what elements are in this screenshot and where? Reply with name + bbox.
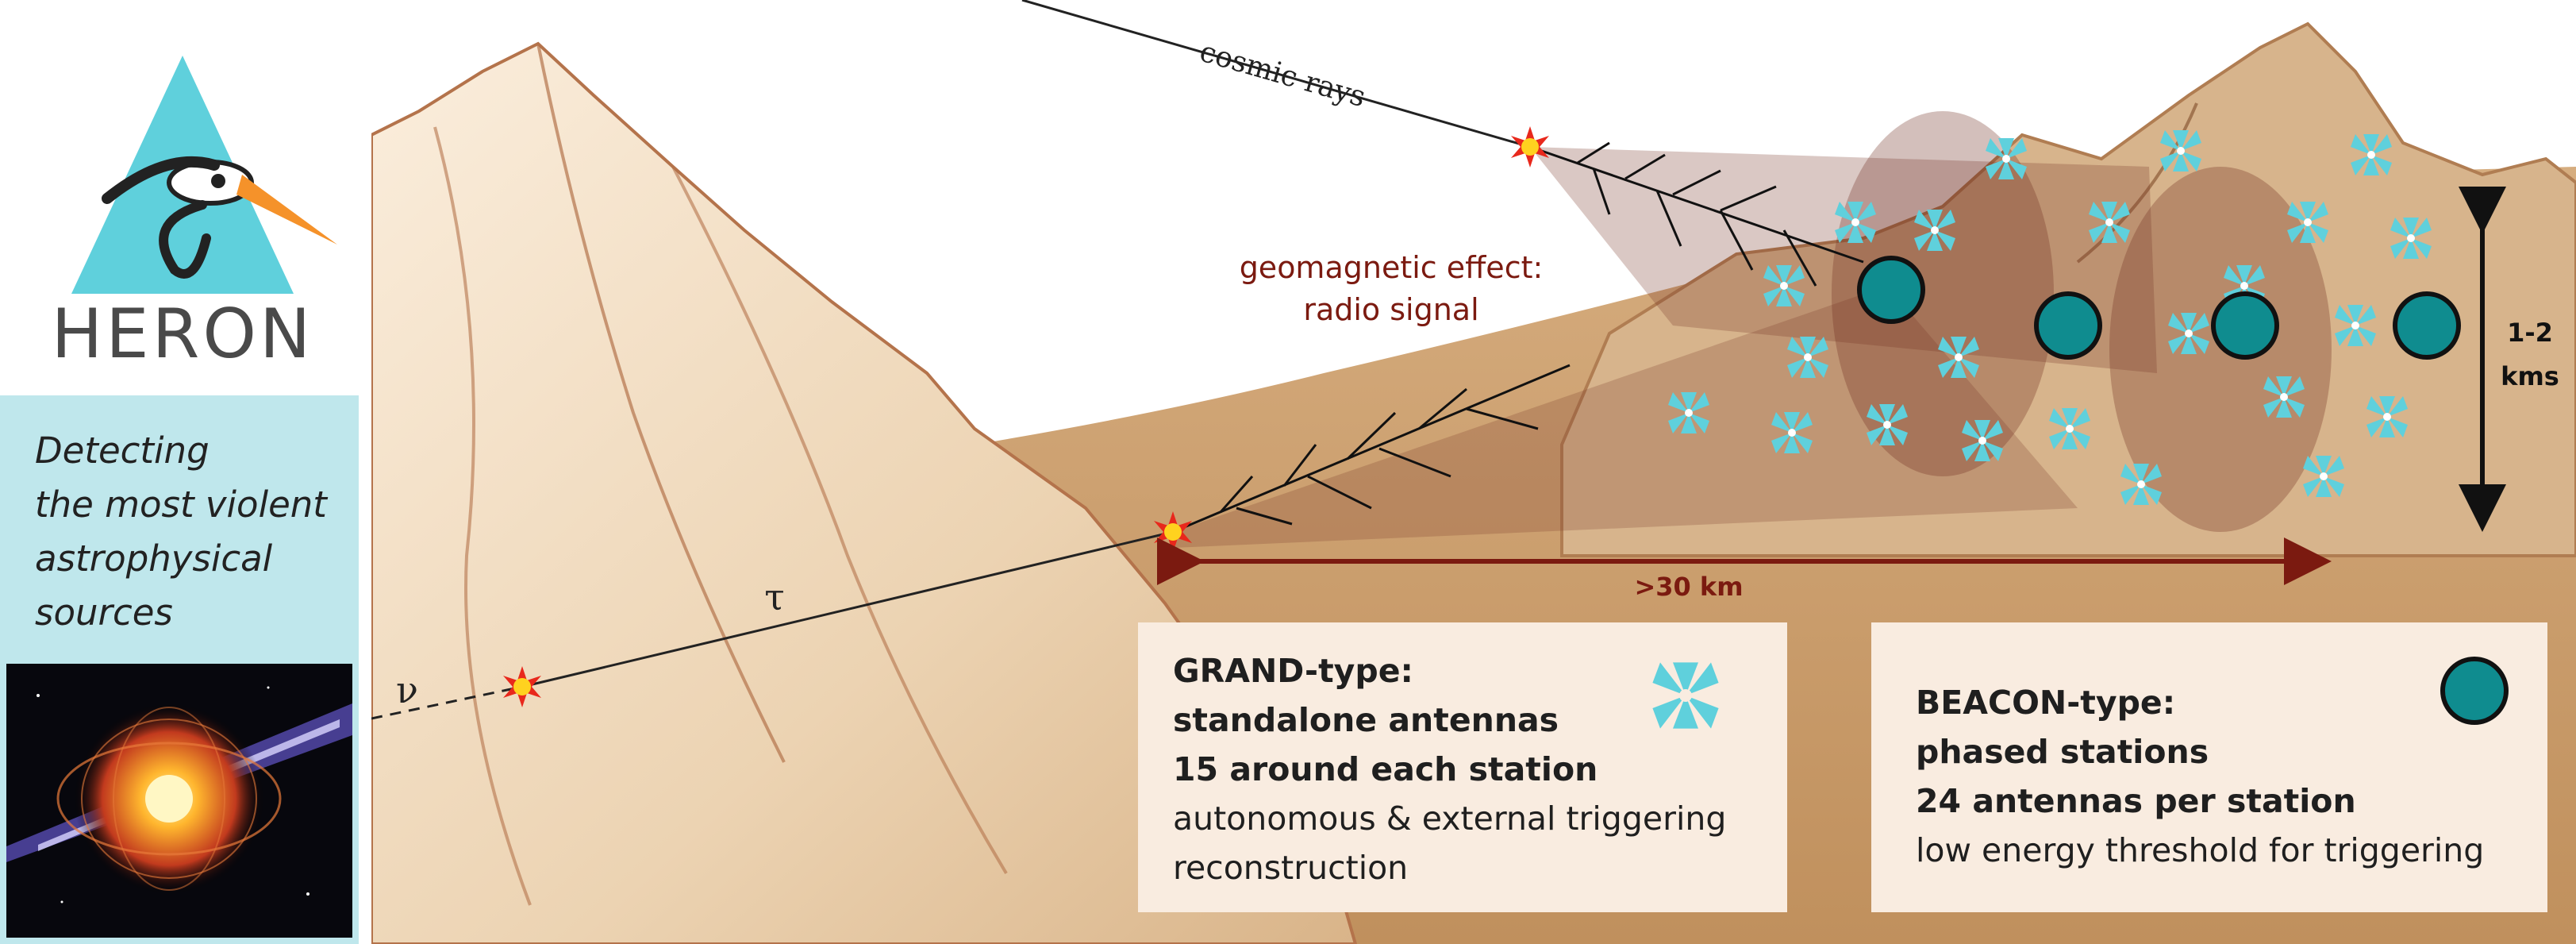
background-star bbox=[60, 900, 63, 904]
height-label-line2: kms bbox=[2501, 361, 2559, 391]
left-panel: HERON Detecting the most violent astroph… bbox=[0, 0, 365, 944]
tau-label: τ bbox=[764, 576, 784, 618]
heron-beak bbox=[236, 175, 337, 245]
cosmic-ray-radio-cone bbox=[1530, 147, 2157, 373]
beacon-station-icon bbox=[2393, 291, 2461, 360]
field-line bbox=[113, 707, 225, 891]
radio-footprint bbox=[1832, 111, 2054, 476]
beacon-title: BEACON-type: bbox=[1916, 684, 2176, 722]
grand-line: autonomous & external triggering bbox=[1173, 800, 1727, 838]
tagline-line: the most violent bbox=[35, 484, 327, 526]
background-star bbox=[37, 694, 40, 697]
grand-line: reconstruction bbox=[1173, 849, 1409, 887]
ridge-line bbox=[671, 166, 1008, 875]
grand-title: GRAND-type: bbox=[1173, 652, 1413, 690]
cosmic-ray-shower bbox=[1529, 141, 1864, 287]
ridge-line bbox=[2076, 102, 2198, 264]
ridge-line bbox=[536, 43, 786, 763]
background-star bbox=[267, 686, 270, 689]
heron-logo: HERON bbox=[52, 56, 337, 365]
height-label-line1: 1-2 bbox=[2507, 318, 2553, 348]
tau-radio-cone bbox=[1173, 286, 2078, 548]
right-mountains bbox=[1560, 21, 2576, 557]
neutrino-label: ν bbox=[396, 669, 418, 711]
beacon-station-icon bbox=[1857, 256, 1925, 324]
cosmic-rays-label: cosmic rays bbox=[1196, 36, 1369, 114]
beacon-station-icon bbox=[2034, 291, 2102, 360]
beacon-line: phased stations bbox=[1916, 733, 2209, 771]
neutrino-track bbox=[371, 685, 523, 720]
field-line bbox=[56, 742, 282, 856]
tagline-line: astrophysical bbox=[35, 538, 273, 580]
heron-crest bbox=[102, 156, 220, 204]
logo-text: HERON bbox=[52, 295, 314, 365]
tagline-line: Detecting bbox=[35, 430, 210, 472]
beacon-station-icon bbox=[2211, 291, 2279, 360]
grand-legend-box: GRAND-type: standalone antennas 15 aroun… bbox=[1138, 622, 1787, 912]
radio-footprint bbox=[2109, 167, 2332, 532]
beacon-line: 24 antennas per station bbox=[1916, 782, 2356, 820]
magnetar-image bbox=[6, 664, 352, 938]
magnetar-image-frame bbox=[0, 657, 359, 944]
butterfly-antenna-icon bbox=[1652, 662, 1719, 729]
distance-label: >30 km bbox=[1634, 572, 1743, 602]
geomagnetic-label-line2: radio signal bbox=[1303, 292, 1478, 327]
tau-track bbox=[521, 530, 1174, 688]
tagline-box: Detecting the most violent astrophysical… bbox=[0, 395, 359, 657]
cosmic-ray-track bbox=[1021, 0, 1531, 148]
grand-line: 15 around each station bbox=[1173, 750, 1598, 788]
tagline-line: sources bbox=[35, 591, 173, 634]
beacon-legend-box: BEACON-type: phased stations 24 antennas… bbox=[1871, 622, 2547, 912]
beacon-line: low energy threshold for triggering bbox=[1916, 831, 2485, 869]
station-circle-icon bbox=[2440, 657, 2509, 725]
beacon-station-array bbox=[1857, 256, 2461, 360]
grand-line: standalone antennas bbox=[1173, 701, 1559, 739]
background-star bbox=[306, 892, 310, 896]
star-center bbox=[145, 775, 193, 823]
heron-neck bbox=[159, 200, 211, 279]
ridge-line bbox=[433, 126, 532, 906]
field-line bbox=[81, 719, 257, 879]
heron-eye bbox=[211, 174, 225, 188]
geomagnetic-label-line1: geomagnetic effect: bbox=[1240, 250, 1544, 285]
tau-shower bbox=[1172, 364, 1571, 534]
